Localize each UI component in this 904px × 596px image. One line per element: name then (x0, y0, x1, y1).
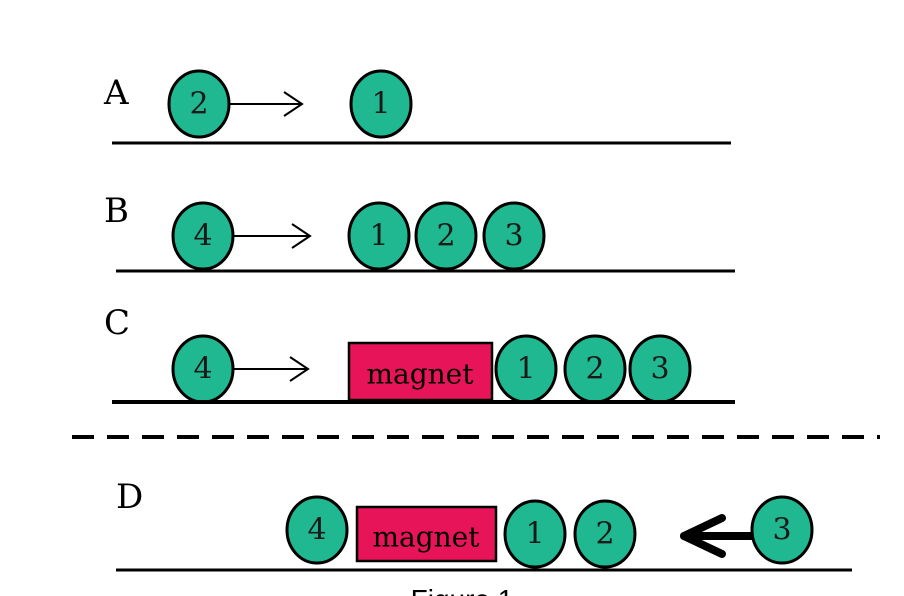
panel-d: D 4 magnet 1 2 3 (116, 477, 852, 572)
panel-c-label: C (104, 303, 130, 343)
ball: 4 (285, 495, 349, 565)
ball: 4 (171, 201, 235, 271)
ball-label: 3 (650, 352, 669, 387)
ball: 2 (563, 334, 627, 404)
panel-b: B 4 1 2 3 (104, 191, 735, 273)
panel-a-label: A (103, 73, 129, 113)
ball-label: 4 (193, 219, 212, 254)
ball: 1 (349, 69, 413, 139)
ball-label: 2 (585, 352, 604, 387)
ball-label: 3 (772, 513, 791, 548)
ball: 2 (573, 499, 637, 569)
panel-d-label: D (116, 477, 143, 517)
magnet: magnet (355, 505, 498, 563)
panel-a: A 2 1 (103, 69, 731, 145)
ball-label: 4 (193, 352, 212, 387)
ball: 3 (482, 201, 546, 271)
ball-label: 4 (307, 513, 326, 548)
ball: 1 (503, 499, 567, 569)
panel-c: C 4 magnet 1 2 3 (104, 303, 735, 404)
ball-label: 2 (189, 87, 208, 122)
magnet-label: magnet (372, 521, 480, 554)
ball-label: 2 (436, 219, 455, 254)
ball: 3 (628, 334, 692, 404)
motion-arrow (233, 223, 312, 249)
figure-caption: Figure 1 (411, 584, 514, 596)
ball-label: 3 (504, 219, 523, 254)
magnet: magnet (347, 341, 494, 402)
ball: 1 (494, 334, 558, 404)
motion-arrow (229, 91, 304, 117)
ball-label: 1 (516, 352, 535, 387)
panel-b-label: B (104, 191, 129, 231)
bold-motion-arrow (680, 514, 756, 558)
ball-label: 1 (525, 517, 544, 552)
ball-label: 1 (371, 87, 390, 122)
ball-label: 2 (595, 517, 614, 552)
ball: 3 (750, 495, 814, 565)
ball-label: 1 (369, 219, 388, 254)
ball: 2 (167, 69, 231, 139)
ball: 4 (171, 334, 235, 404)
ball: 2 (414, 201, 478, 271)
ball: 1 (347, 201, 411, 271)
magnet-label: magnet (366, 358, 474, 391)
motion-arrow (233, 356, 310, 382)
